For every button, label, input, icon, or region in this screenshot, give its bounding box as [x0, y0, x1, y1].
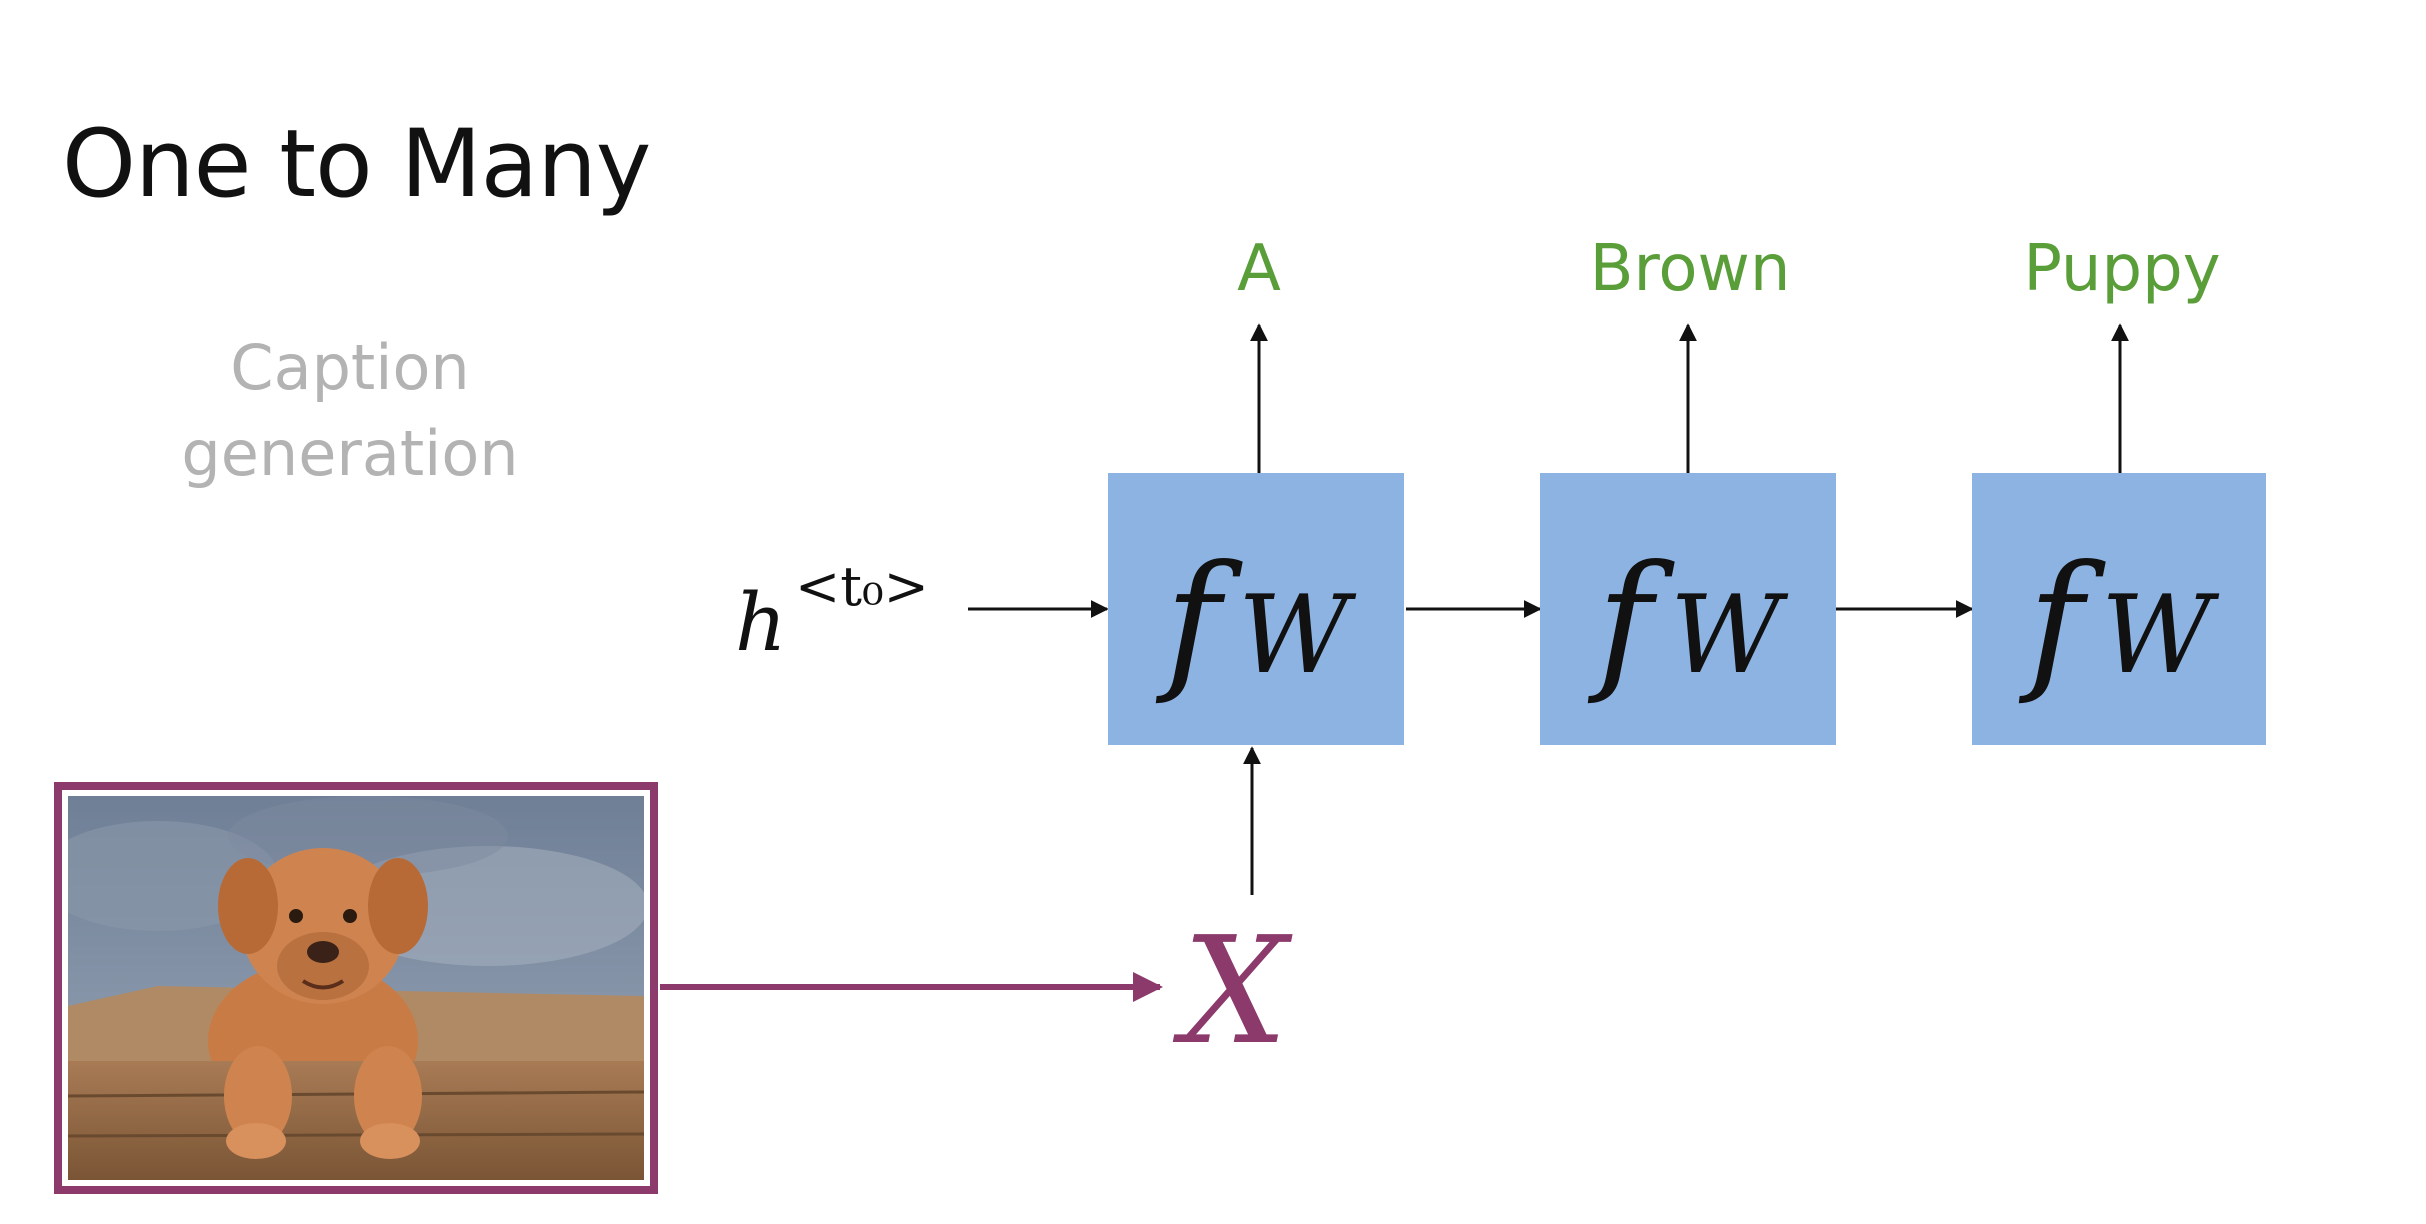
initial-state-superscript: <t₀>	[795, 555, 929, 618]
wooden-crate	[68, 1061, 644, 1180]
subtitle-line-2: generation	[181, 417, 519, 490]
output-3: Puppy	[2023, 232, 2220, 306]
cell-3-w: W	[2101, 573, 2220, 698]
cell-2-w: W	[1670, 573, 1789, 698]
puppy-photo	[68, 796, 644, 1180]
cell-1-w: W	[1238, 573, 1357, 698]
input-symbol: X	[1172, 905, 1293, 1077]
initial-state-base: h	[735, 576, 787, 669]
slide-subtitle: Caption generation	[160, 325, 540, 497]
puppy-photo-frame	[54, 782, 658, 1194]
rnn-cell-3: f W	[1972, 473, 2266, 745]
output-2: Brown	[1590, 232, 1791, 306]
rnn-cell-1: f W	[1108, 473, 1404, 745]
output-1: A	[1237, 232, 1281, 306]
subtitle-line-1: Caption	[230, 331, 470, 404]
slide-title: One to Many	[62, 110, 651, 219]
initial-state-label: h	[735, 576, 787, 669]
rnn-cell-2: f W	[1540, 473, 1836, 745]
